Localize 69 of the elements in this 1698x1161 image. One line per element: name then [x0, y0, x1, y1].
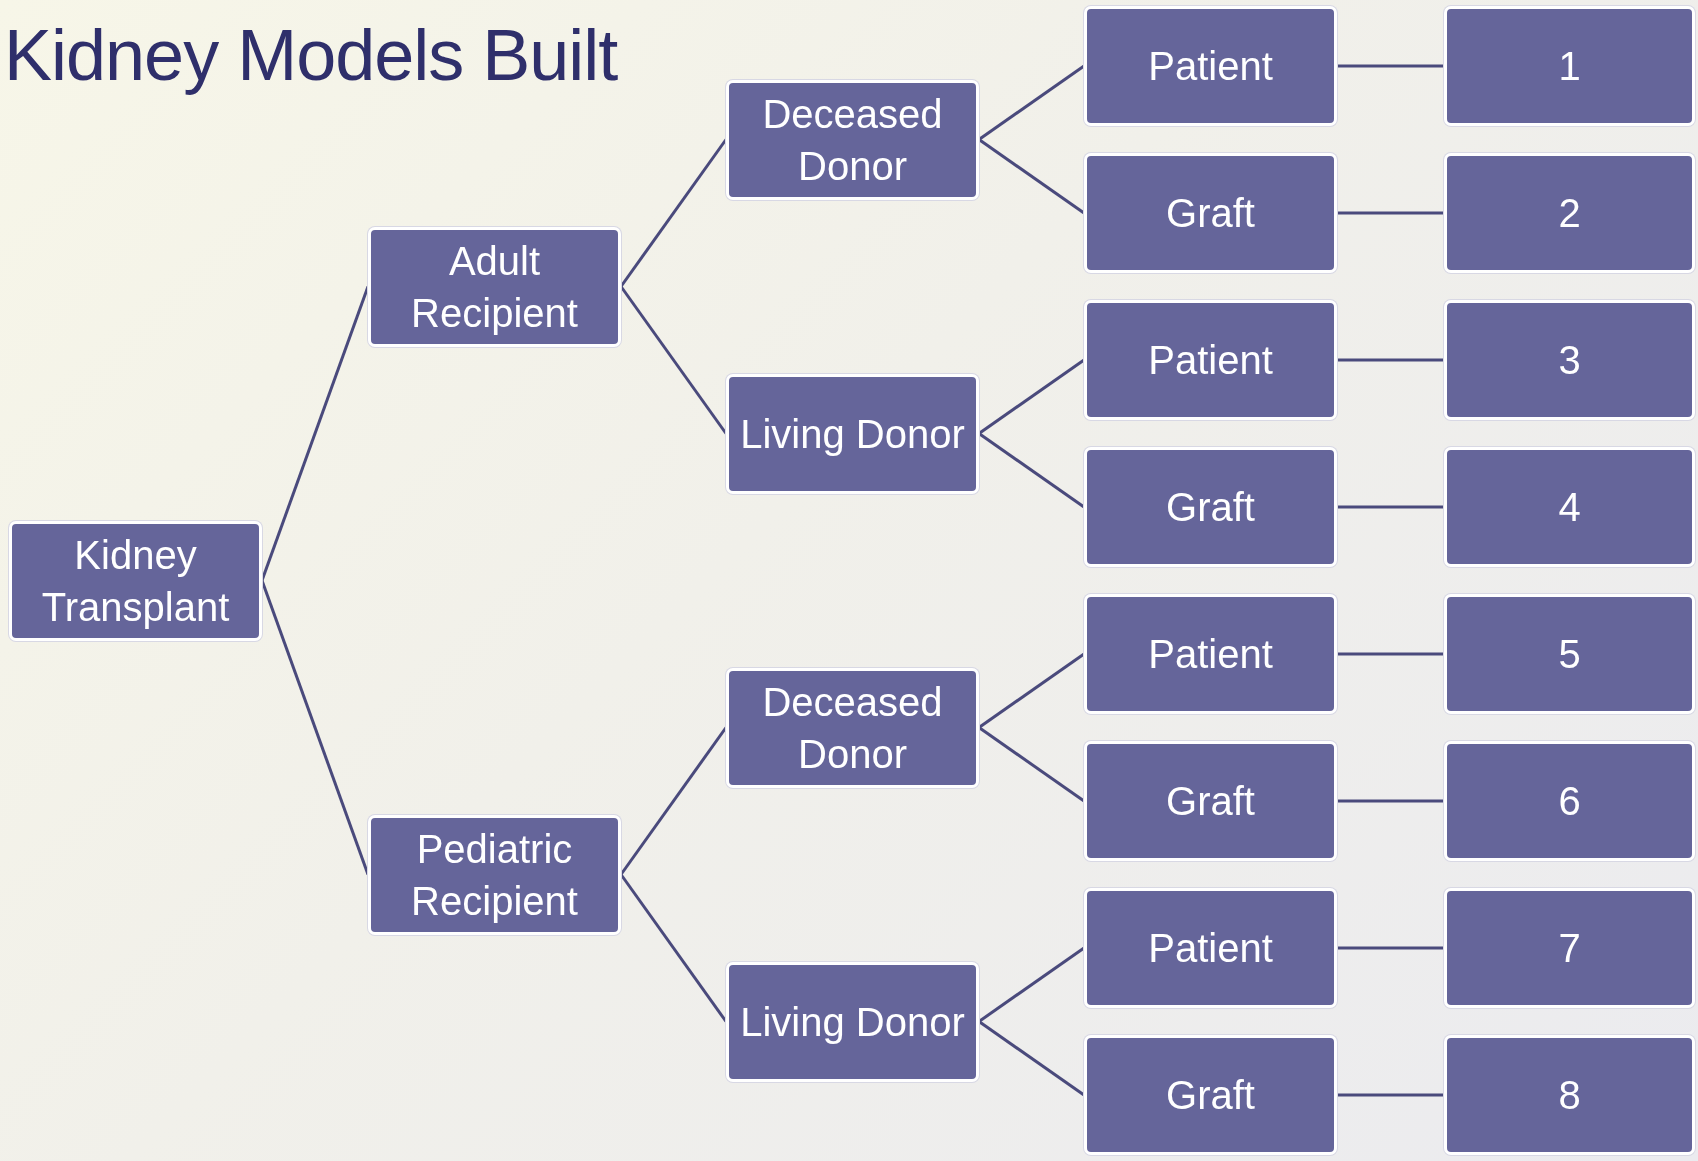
node-label: 5 — [1557, 631, 1582, 678]
connector-line — [978, 1020, 1085, 1097]
node-label: Patient — [1147, 631, 1274, 678]
donor-box — [726, 79, 979, 200]
diagram-title: Kidney Models Built — [4, 14, 618, 96]
connector-line — [1337, 1093, 1444, 1097]
connector-line — [978, 358, 1085, 435]
recipient-box — [368, 814, 621, 935]
node-label: 6 — [1557, 778, 1582, 825]
node-label: 8 — [1557, 1072, 1582, 1119]
outcome-box — [1084, 153, 1337, 273]
connector-line — [978, 64, 1085, 141]
node-label: Graft — [1165, 778, 1256, 825]
model-number-box — [1444, 153, 1695, 273]
donor-box — [726, 373, 979, 494]
connector-line — [1337, 946, 1444, 950]
node-label: 3 — [1557, 337, 1582, 384]
node-label: Living Donor — [739, 998, 966, 1046]
node-label: Patient — [1147, 337, 1274, 384]
node-label: Pediatric Recipient — [410, 825, 579, 925]
connector-line — [260, 580, 370, 875]
node-label: Graft — [1165, 190, 1256, 237]
node-label: Adult Recipient — [410, 237, 579, 337]
node-label: 1 — [1557, 43, 1582, 90]
donor-box — [726, 961, 979, 1082]
outcome-box — [1084, 594, 1337, 714]
node-label: 2 — [1557, 190, 1582, 237]
connector-line — [978, 726, 1085, 803]
connector-line — [1337, 505, 1444, 509]
root-box — [9, 520, 262, 641]
node-label: 4 — [1557, 484, 1582, 531]
outcome-box — [1084, 741, 1337, 861]
model-number-box — [1444, 741, 1695, 861]
model-number-box — [1444, 888, 1695, 1008]
connector-line — [978, 652, 1085, 729]
node-label: Living Donor — [739, 410, 966, 458]
connector-line — [260, 286, 370, 581]
connector-line — [619, 138, 728, 288]
connector-line — [619, 726, 728, 876]
model-number-box — [1444, 300, 1695, 420]
outcome-box — [1084, 1035, 1337, 1155]
outcome-box — [1084, 888, 1337, 1008]
model-number-box — [1444, 447, 1695, 567]
outcome-box — [1084, 6, 1337, 126]
connector-line — [619, 285, 728, 435]
connector-line — [1337, 64, 1444, 68]
model-number-box — [1444, 1035, 1695, 1155]
node-label: Patient — [1147, 925, 1274, 972]
donor-box — [726, 667, 979, 788]
node-label: Kidney Transplant — [40, 531, 231, 631]
connector-line — [978, 138, 1085, 215]
node-label: Deceased Donor — [761, 90, 944, 190]
connector-line — [1337, 652, 1444, 656]
connector-line — [1337, 211, 1444, 215]
connector-line — [619, 873, 728, 1023]
model-number-box — [1444, 594, 1695, 714]
connector-line — [1337, 358, 1444, 362]
node-label: 7 — [1557, 925, 1582, 972]
connector-line — [978, 946, 1085, 1023]
node-label: Graft — [1165, 1072, 1256, 1119]
model-number-box — [1444, 6, 1695, 126]
outcome-box — [1084, 300, 1337, 420]
connector-line — [978, 432, 1085, 509]
connector-line — [1337, 799, 1444, 803]
node-label: Patient — [1147, 43, 1274, 90]
recipient-box — [368, 226, 621, 347]
node-label: Deceased Donor — [761, 678, 944, 778]
node-label: Graft — [1165, 484, 1256, 531]
outcome-box — [1084, 447, 1337, 567]
